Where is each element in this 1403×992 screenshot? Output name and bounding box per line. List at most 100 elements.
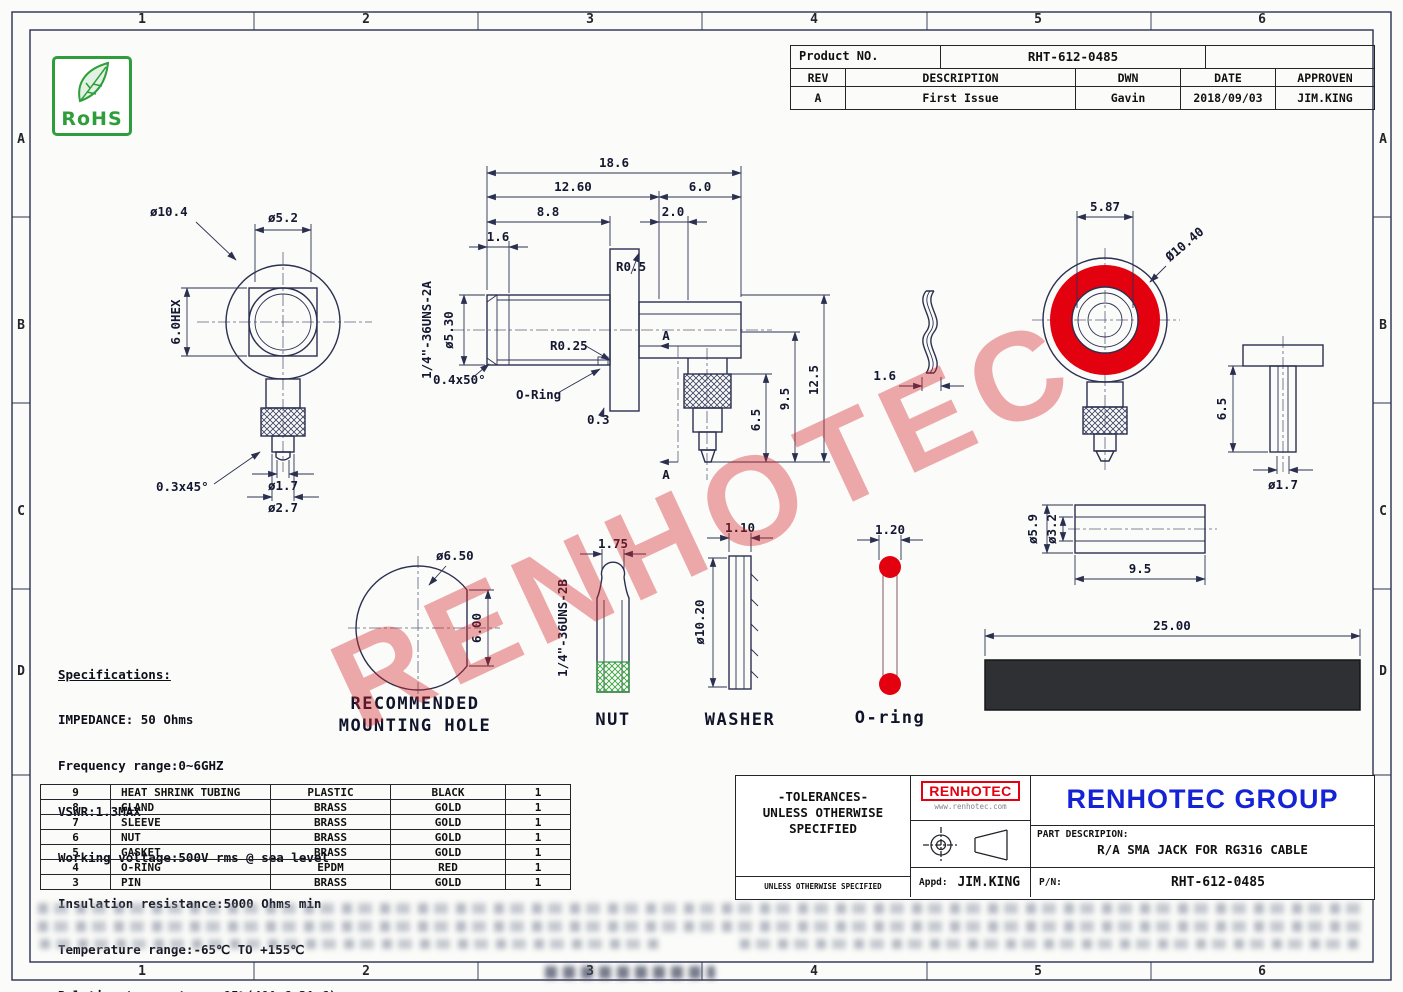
dim-front-stem: ø2.7: [268, 500, 298, 515]
mounting-hole-label-1: RECOMMENDED: [350, 694, 479, 714]
dim-fillet-r05: R0.5: [616, 259, 646, 274]
zone-right-c: C: [1379, 504, 1387, 519]
dim-thread-diameter: ø5.30: [441, 311, 456, 349]
dim-cylinder-length: 9.5: [1129, 561, 1152, 576]
dim-step-length: 2.0: [662, 204, 685, 219]
part-description-value: R/A SMA JACK FOR RG316 CABLE: [1097, 842, 1308, 857]
rev-cell-rev: A: [790, 86, 846, 110]
product-no-value: RHT-612-0485: [941, 46, 1206, 68]
section-mark-bottom: A: [662, 467, 670, 482]
rev-cell-dwn: Gavin: [1075, 86, 1181, 110]
projection-symbol-icon: [922, 827, 1008, 863]
dim-thread-length: 8.8: [537, 204, 560, 219]
oring-cross-section-bottom: [879, 673, 901, 695]
rev-header-dwn: DWN: [1075, 68, 1181, 87]
view-mounting-hole: ø6.50 6.00 RECOMMENDED MOUNTING HOLE: [339, 548, 500, 736]
tolerances-line-3: SPECIFIED: [789, 821, 857, 836]
dim-sleeve-pin: ø1.7: [1268, 477, 1298, 492]
dim-front-pin: ø1.7: [268, 478, 298, 493]
zone-top-6: 6: [1258, 12, 1266, 27]
view-gland-cylinder: ø5.9 ø3.2 9.5: [1025, 504, 1217, 585]
dim-overall-length: 18.6: [599, 155, 629, 170]
dim-washer-diameter: ø10.20: [692, 599, 707, 644]
spec-line: Temperature range:-65℃ TO +155℃: [58, 941, 305, 957]
view-connector-section: 18.6 12.60 6.0 8.8 2.0 1.6 ø5.30 1/4"-36…: [419, 155, 830, 482]
dim-leg-95: 9.5: [777, 388, 792, 411]
part-description-label: PART DESCRIPION:: [1037, 829, 1129, 840]
renhotec-url: www.renhotec.com: [934, 802, 1007, 811]
renhotec-logo: RENHOTEC: [921, 781, 1020, 801]
zone-left-d: D: [17, 664, 25, 679]
oring-front-ring: [1050, 265, 1160, 375]
projection-cell: [911, 821, 1031, 868]
view-connector-rear: 5.87 Ø10.40: [1032, 199, 1207, 470]
zone-left-a: A: [17, 132, 25, 147]
dim-front-chamfer: 0.3x45°: [156, 479, 209, 494]
view-heat-shrink-tube: 25.00: [984, 618, 1361, 711]
zone-bottom-6: 6: [1258, 964, 1266, 979]
tolerances-line-2: UNLESS OTHERWISE: [762, 805, 884, 820]
section-mark-top: A: [662, 328, 670, 343]
rohs-label: RoHS: [61, 108, 123, 130]
part-number-cell: P/N: RHT-612-0485: [1031, 868, 1374, 897]
approved-value: JIM.KING: [957, 875, 1021, 890]
dim-tube-length: 25.00: [1153, 618, 1191, 633]
dim-oring-cs: 1.20: [875, 522, 905, 537]
company-cell: RENHOTEC GROUP: [1031, 776, 1374, 826]
zone-bottom-4: 4: [810, 964, 818, 979]
dim-nut-width: 1.75: [598, 536, 628, 551]
mounting-hole-label-2: MOUNTING HOLE: [339, 716, 492, 736]
zone-top-4: 4: [810, 12, 818, 27]
dim-groove: 0.3: [587, 412, 610, 427]
part-number-value: RHT-612-0485: [1170, 875, 1265, 890]
sheet-frame: [11, 11, 1392, 981]
tolerances-small-note: UNLESS OTHERWISE SPECIFIED: [736, 876, 910, 897]
view-nut: 1.75 1/4"-36UNS-2B NUT: [555, 536, 646, 730]
specs-title: Specifications:: [58, 666, 171, 682]
tolerances-cell: -TOLERANCES- UNLESS OTHERWISE SPECIFIED …: [736, 776, 911, 897]
zone-bottom-2: 2: [362, 964, 370, 979]
title-block: -TOLERANCES- UNLESS OTHERWISE SPECIFIED …: [735, 775, 1375, 900]
company-name: RENHOTEC GROUP: [1066, 784, 1339, 814]
dim-front-hex: 6.0HEX: [168, 299, 183, 345]
spec-line: IMPEDANCE: 50 Ohms: [58, 712, 194, 728]
dim-sleeve-height: 6.5: [1214, 398, 1229, 421]
dim-front-outer: ø10.4: [150, 204, 188, 219]
rev-header-date: DATE: [1180, 68, 1276, 87]
zone-left-c: C: [17, 504, 25, 519]
dim-body-length: 12.60: [554, 179, 592, 194]
rohs-leaf-icon: [78, 61, 110, 103]
rev-cell-description: First Issue: [845, 86, 1076, 110]
dim-nut-thread: 1/4"-36UNS-2B: [555, 579, 570, 677]
logo-cell: RENHOTEC www.renhotec.com: [911, 776, 1031, 821]
dim-cylinder-id: ø3.2: [1044, 514, 1059, 544]
rohs-logo: RoHS: [52, 56, 132, 136]
nut-crimp-zone: [596, 661, 630, 693]
zone-bottom-1: 1: [138, 964, 146, 979]
view-oring-section: 1.20 O-ring: [855, 522, 924, 728]
part-description-cell: PART DESCRIPION: R/A SMA JACK FOR RG316 …: [1031, 826, 1374, 868]
dim-front-inner: ø5.2: [268, 210, 298, 225]
heat-shrink-tube: [984, 659, 1361, 711]
dim-rear-length: 6.0: [689, 179, 712, 194]
revision-block: Product NO. RHT-612-0485 REV DESCRIPTION…: [790, 45, 1375, 110]
nut-label: NUT: [595, 710, 630, 730]
part-number-label: P/N:: [1039, 877, 1062, 888]
view-sleeve: 6.5 ø1.7: [1214, 336, 1324, 492]
dim-rear-outer: Ø10.40: [1162, 224, 1207, 265]
dim-fillet-r025: R0.25: [550, 338, 588, 353]
zone-bottom-5: 5: [1034, 964, 1042, 979]
zone-right-d: D: [1379, 664, 1387, 679]
dim-washer-thickness: 1.10: [725, 520, 755, 535]
zone-top-3: 3: [586, 12, 594, 27]
zone-right-a: A: [1379, 132, 1387, 147]
